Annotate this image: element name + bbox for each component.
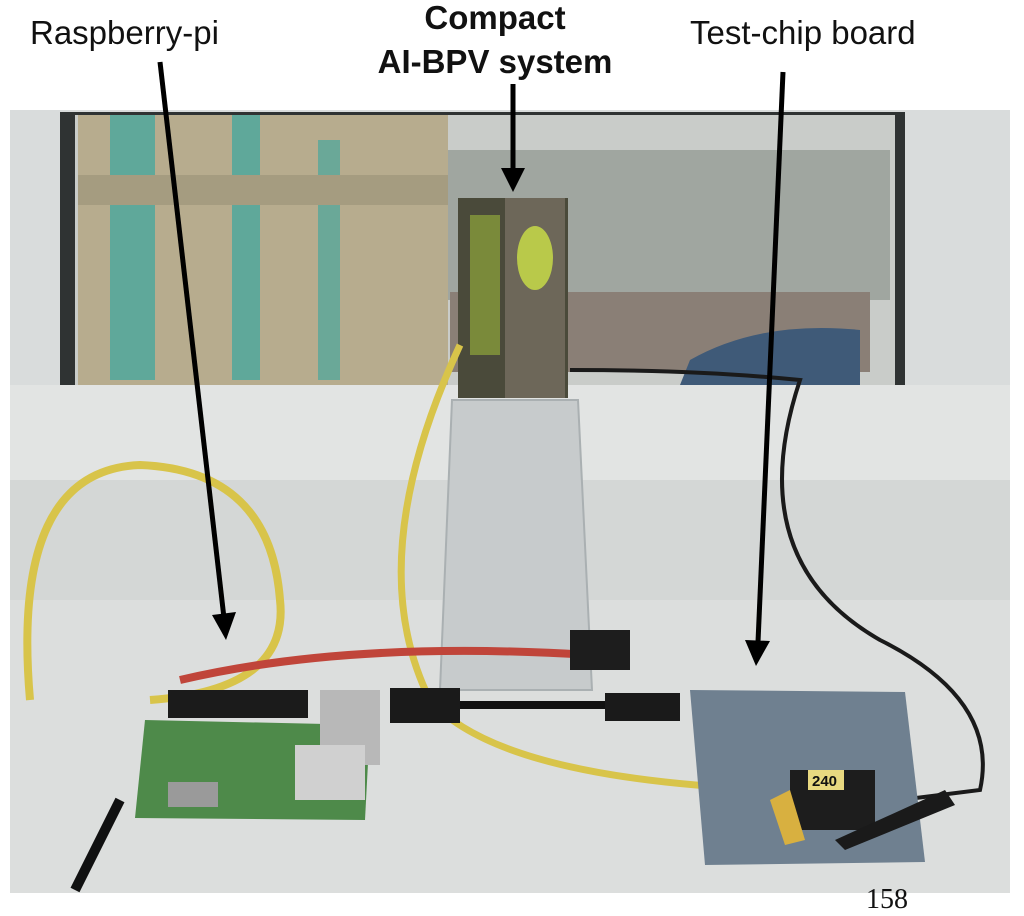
device-green-cell <box>470 215 500 355</box>
arrow-raspberry-pi <box>157 61 227 619</box>
gpio-header <box>168 690 308 718</box>
usb-plug <box>605 693 680 721</box>
label-raspberry-pi: Raspberry-pi <box>30 14 219 51</box>
teal-post <box>110 115 155 380</box>
label-test-chip-board: Test-chip board <box>690 14 916 51</box>
usb-plug <box>390 688 460 723</box>
chip-label-bg <box>808 770 844 790</box>
alligator-clip <box>835 790 955 850</box>
teal-post <box>232 115 260 380</box>
hdmi-port <box>168 782 218 807</box>
arrowhead-icon <box>212 612 236 640</box>
page-number: 158 <box>866 884 908 915</box>
black-cable <box>569 368 985 802</box>
annotation-arrows <box>157 61 786 666</box>
power-cable <box>70 797 125 893</box>
label-compact-system: Compact AI-BPV system <box>340 0 650 84</box>
device-green-chamber <box>517 226 553 290</box>
arrowhead-icon <box>745 640 770 666</box>
alligator-clip <box>770 790 805 845</box>
chip-label: 240 <box>812 773 837 790</box>
ribbon-cable <box>179 646 591 684</box>
plastic-cups <box>438 399 594 691</box>
ribbon-connector <box>570 630 630 670</box>
arrowhead-icon <box>501 168 525 192</box>
ethernet-port <box>295 745 365 800</box>
fence-rail <box>78 175 448 205</box>
arrow-test-chip-board <box>755 71 786 643</box>
label-compact-line2: AI-BPV system <box>377 43 613 80</box>
label-compact-line1: Compact <box>424 0 566 36</box>
